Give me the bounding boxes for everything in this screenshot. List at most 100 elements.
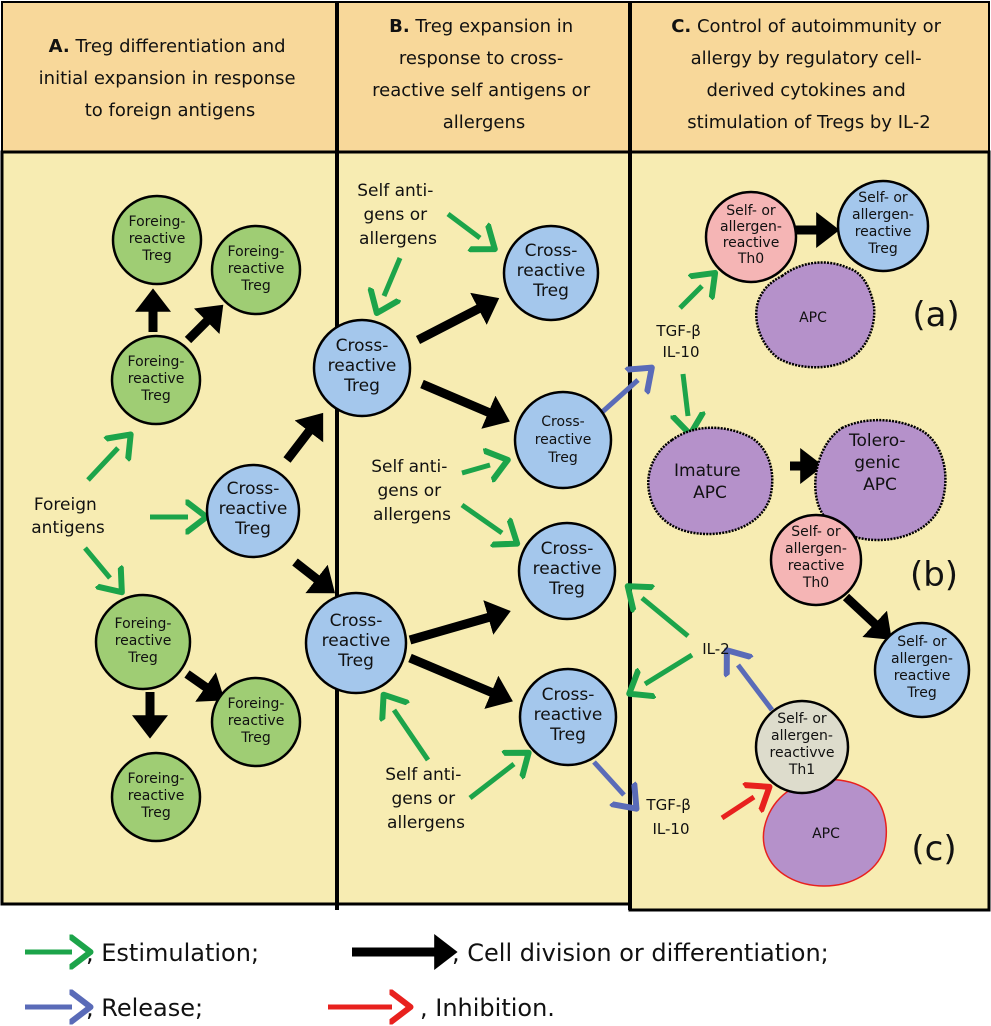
arrow-div-8 [420, 379, 510, 429]
arrow-self3-to-cross4 [468, 764, 514, 800]
header-c-line-1-text: Control of autoimmunity or [691, 16, 941, 37]
arrow-il2-to-cross4 [645, 652, 694, 684]
tolerogenic-apc-line-1: Tolero- [848, 431, 906, 451]
release-arrows [592, 380, 774, 795]
arrow-div-4 [184, 670, 225, 702]
header-c-line-4: stimulation of Tregs by IL-2 [687, 112, 930, 133]
tgf-label-top: TGF-β [655, 322, 700, 340]
header-a-bg [1, 1, 338, 153]
arrow-tgf-to-th0 [678, 286, 702, 310]
arrow-div-10 [408, 653, 513, 709]
arrow-div-5 [283, 412, 324, 463]
self-antigens-label-1: Self anti- gens or allergens [357, 181, 438, 249]
arrow-tgf-inhibits-th1 [720, 797, 754, 821]
arrow-self2-to-cross2 [461, 465, 490, 473]
arrow-foreign-to-treg-bottom [83, 546, 110, 578]
sublabel-a: (a) [912, 295, 959, 335]
foreign-antigens-label: Foreign antigens [31, 495, 105, 538]
arrow-foreign-to-treg-top [86, 448, 118, 482]
arrow-tgf-to-imature [683, 373, 688, 416]
labels: Foreign antigens Self anti- gens or alle… [31, 181, 959, 869]
apc-cells: APC Imature APC Tolero- genic APC APC [647, 261, 947, 887]
header-b-line-1: B. Treg expansion in [389, 16, 573, 37]
tgf-il10-bottom: TGF-β IL-10 [645, 796, 695, 838]
tolerogenic-apc-line-3: APC [863, 475, 897, 495]
header-b-line-3: reactive self antigens or [372, 80, 591, 101]
legend-release: , Release; [86, 994, 203, 1022]
sublabel-b: (b) [910, 555, 958, 595]
apc-a-label: APC [799, 310, 827, 326]
arrow-self2-to-cross3 [460, 502, 502, 533]
legend-stimulation: , Estimulation; [86, 939, 259, 967]
header-a-line-1-text: Treg differentiation and [70, 36, 286, 57]
arrow-div-7 [415, 292, 500, 344]
imature-apc-label: Imature APC [674, 461, 746, 503]
header-a: A. Treg differentiation and initial expa… [39, 36, 302, 121]
arrow-self3-to-cross-lower [394, 710, 431, 762]
tgf-il10-top: TGF-β IL-10 [655, 322, 705, 361]
imature-apc-line-2: APC [693, 483, 727, 503]
imature-apc [647, 426, 774, 536]
header-b-line-2: response to cross- [399, 48, 563, 69]
division-arrows [132, 212, 892, 739]
header-a-line-2: initial expansion in response [39, 68, 296, 89]
legend-division: , Cell division or differentiation; [452, 939, 829, 967]
apc-c-label: APC [812, 826, 840, 842]
self-antigens-label-2: Self anti- gens or allergens [371, 457, 452, 525]
imature-apc-line-1: Imature [674, 461, 741, 481]
arrow-th1-release-il2 [738, 665, 774, 712]
apc-a [755, 261, 876, 369]
tgf-label-bottom: TGF-β [645, 796, 690, 814]
arrow-self1-to-cross-left [384, 257, 403, 296]
legend: , Estimulation; , Cell division or diffe… [25, 934, 829, 1022]
header-a-line-3: to foreign antigens [85, 100, 256, 121]
header-c: C. Control of autoimmunity or allergy by… [671, 16, 947, 133]
tolerogenic-apc-label: Tolero- genic APC [848, 431, 911, 495]
tolerogenic-apc-line-2: genic [854, 453, 900, 473]
il10-label-top: IL-10 [662, 343, 699, 361]
arrow-cross2-release-tgf [598, 380, 638, 416]
header-c-line-2: allergy by regulatory cell- [691, 48, 922, 69]
arrow-cross4-release-tgf [592, 760, 624, 795]
header-c-bg [629, 1, 990, 153]
inhibition-arrows [720, 797, 754, 821]
legend-inhibition: , Inhibition. [420, 994, 555, 1022]
arrow-div-2 [184, 304, 224, 344]
arrow-div-9 [408, 600, 511, 645]
arrow-self1-to-cross1 [446, 212, 480, 238]
il10-label-bottom: IL-10 [652, 820, 689, 838]
arrow-il2-to-cross3 [642, 598, 690, 638]
header-b-line-4: allergens [443, 112, 525, 133]
tolerogenic-apc [814, 418, 947, 542]
